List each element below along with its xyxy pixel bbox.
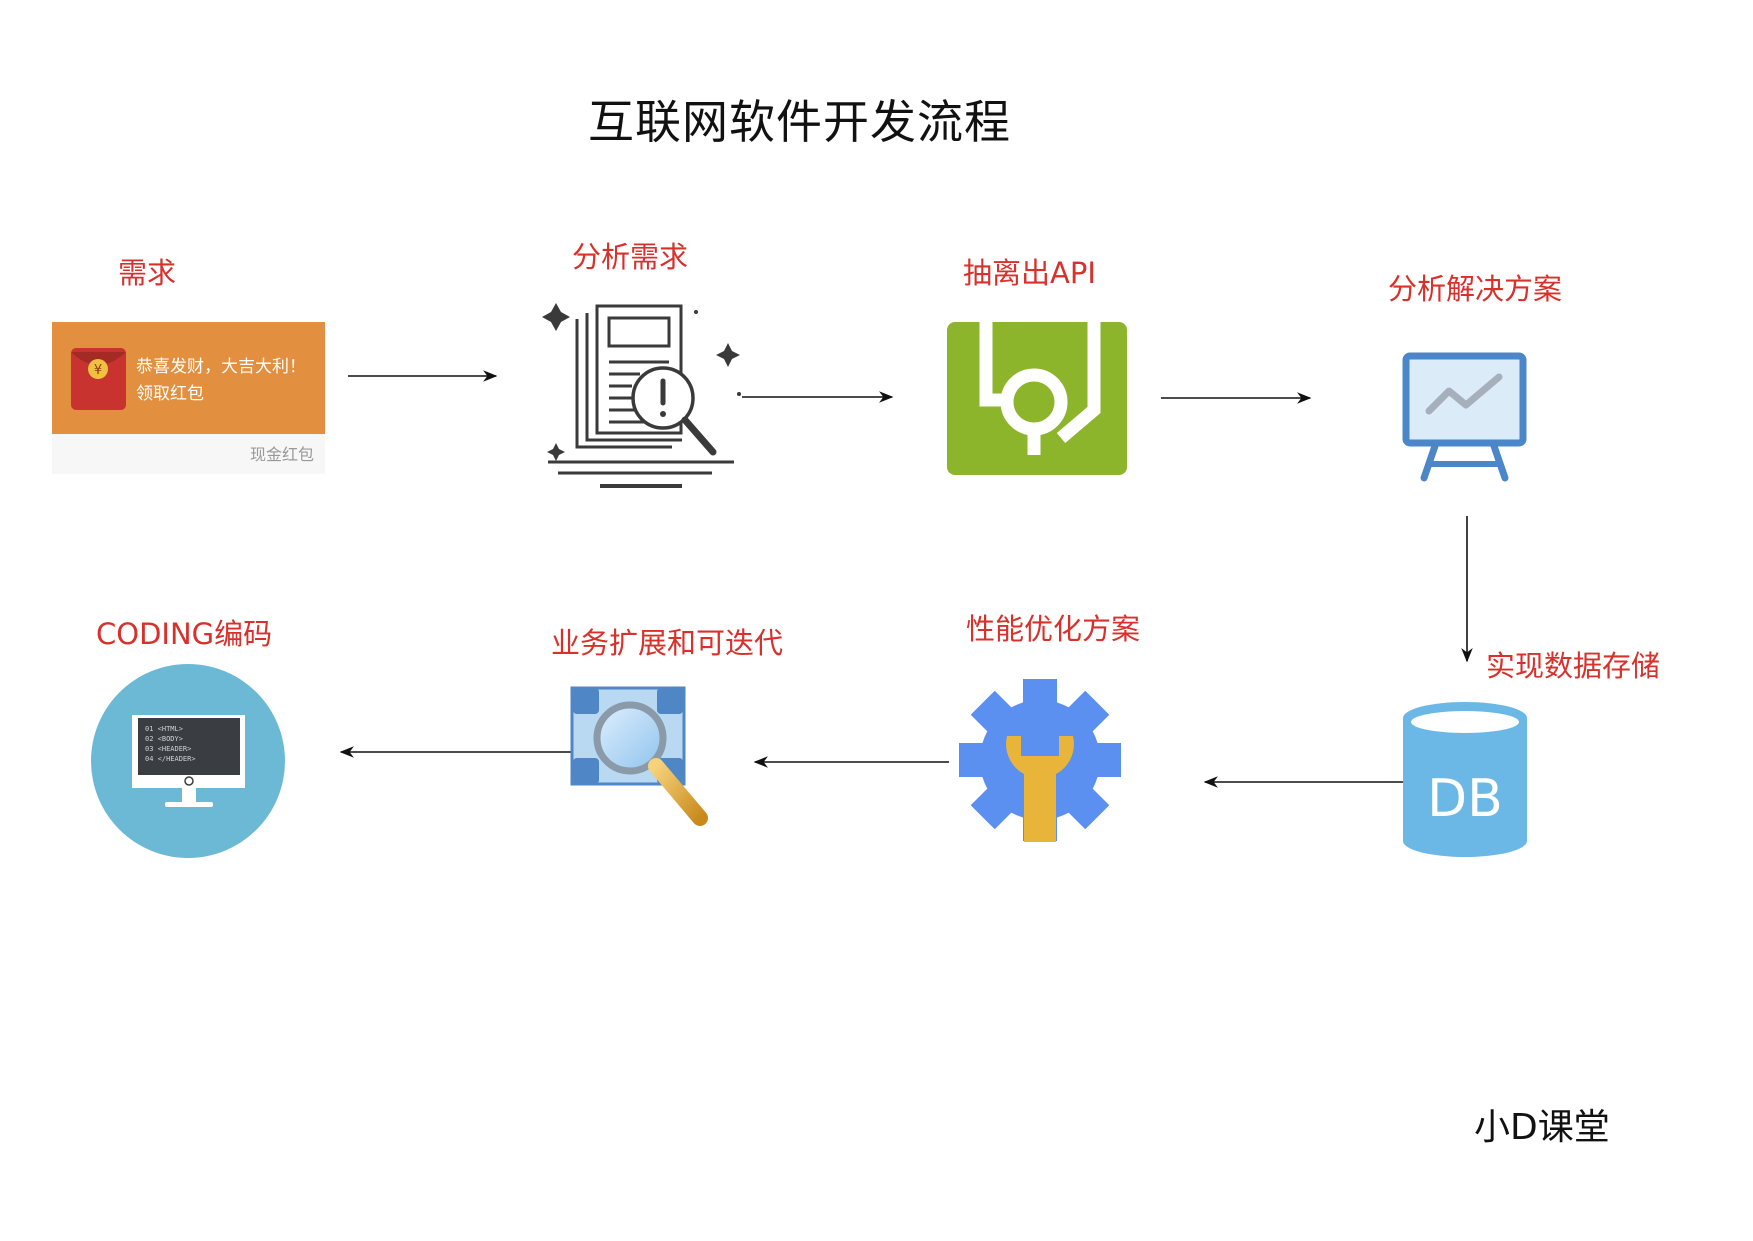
expand-magnifier-icon: [570, 686, 708, 826]
flow-arrows: [339, 370, 1473, 788]
envelope-symbol: ¥: [94, 363, 102, 378]
code-line-4: 04 </HEADER>: [145, 755, 196, 763]
page-title: 互联网软件开发流程: [588, 95, 1011, 149]
code-line-1: 01 <HTML>: [145, 725, 183, 733]
code-line-3: 03 <HEADER>: [145, 745, 191, 753]
step-label-coding: CODING编码: [96, 617, 273, 651]
db-label: DB: [1427, 769, 1503, 829]
brand-label: 小D课堂: [1474, 1107, 1610, 1148]
gear-wrench-icon: [959, 679, 1121, 842]
envelope-greeting: 恭喜发财，大吉大利！: [136, 357, 306, 377]
step-label-extract-api: 抽离出API: [963, 256, 1096, 290]
presentation-board-icon: [1402, 352, 1527, 482]
step-label-requirement: 需求: [118, 256, 177, 290]
step-label-solution: 分析解决方案: [1388, 272, 1563, 306]
red-envelope-card-icon: ¥ 恭喜发财，大吉大利！ 领取红包 现金红包: [52, 322, 325, 474]
step-label-data-storage: 实现数据存储: [1486, 649, 1661, 683]
envelope-claim: 领取红包: [136, 384, 204, 404]
envelope-footer: 现金红包: [250, 445, 314, 464]
database-icon: DB: [1403, 702, 1527, 857]
code-monitor-icon: 01 <HTML> 02 <BODY> 03 <HEADER> 04 </HEA…: [91, 664, 285, 858]
step-label-performance: 性能优化方案: [966, 612, 1141, 646]
api-logo-icon: [947, 322, 1127, 475]
code-line-2: 02 <BODY>: [145, 735, 183, 743]
step-label-extension: 业务扩展和可迭代: [551, 626, 784, 660]
document-analysis-icon: [542, 303, 741, 488]
step-label-analyze-requirement: 分析需求: [572, 240, 689, 274]
